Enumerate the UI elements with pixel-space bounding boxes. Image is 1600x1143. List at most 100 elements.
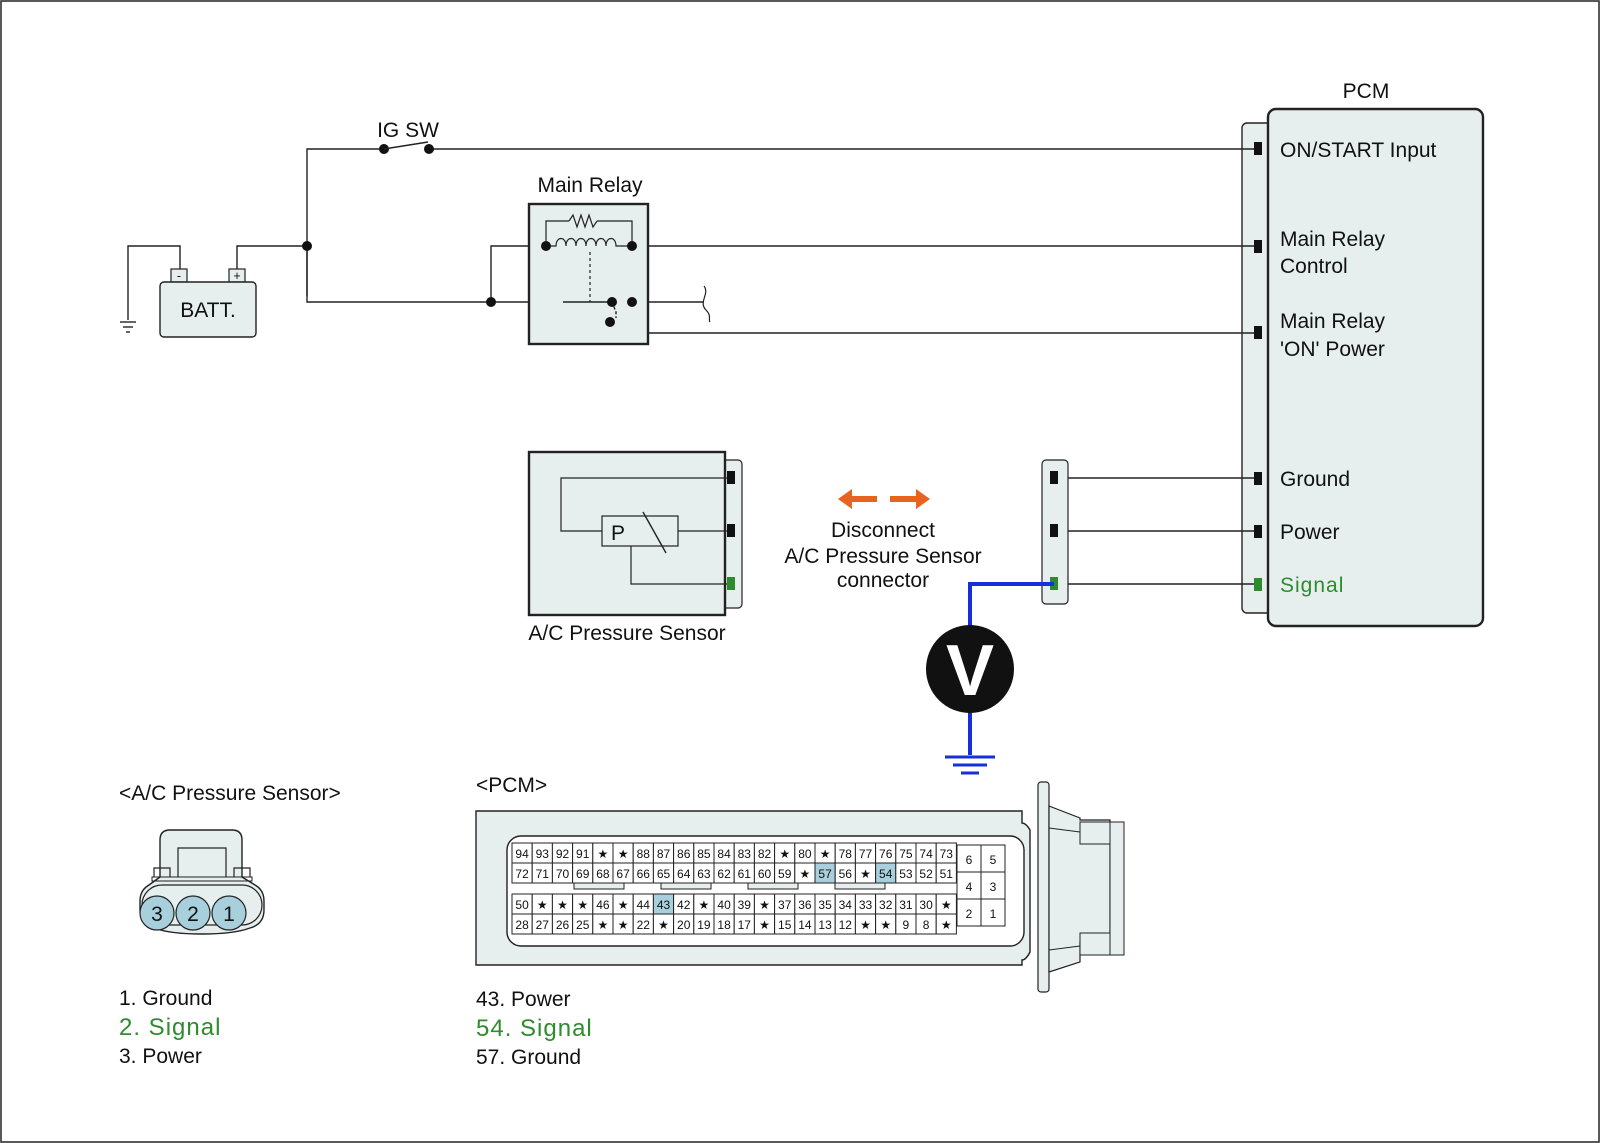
pcm-pin-label: 75 xyxy=(899,847,913,861)
sensor-legend-item: 3. Power xyxy=(119,1045,202,1068)
pcm-pin-label: 50 xyxy=(515,898,529,912)
pcm-pin-label: 8 xyxy=(923,918,930,932)
pcm-pin-label: 9 xyxy=(903,918,910,932)
pcm-pin-label: ★ xyxy=(618,847,629,861)
ig-switch-icon xyxy=(379,141,434,154)
pcm-pin-label: ★ xyxy=(598,918,609,932)
pcm-side-pin-cell xyxy=(980,898,1006,927)
main-relay-label: Main Relay xyxy=(537,174,643,197)
pcm-pin-label: 27 xyxy=(536,918,550,932)
pcm-pin-label: ★ xyxy=(537,898,548,912)
pcm-pin-label: 82 xyxy=(758,847,772,861)
sensor-connector-face xyxy=(139,829,265,935)
pcm-pin-cell xyxy=(935,913,957,935)
pcm-side-pin-label: 3 xyxy=(990,880,997,894)
pcm-pin-label: 25 xyxy=(576,918,590,932)
pcm-pin-label: 31 xyxy=(899,898,913,912)
pcm-pin-label: 14 xyxy=(798,918,812,932)
pcm-side-pin-label: 4 xyxy=(966,880,973,894)
pcm-pin-ground: Ground xyxy=(1280,468,1350,491)
pcm-side-pin-cell xyxy=(980,871,1006,900)
pcm-pin-label: ★ xyxy=(618,918,629,932)
pcm-pin-label: 65 xyxy=(657,867,671,881)
pcm-legend-item: 54. Signal xyxy=(476,1015,593,1042)
pcm-pin-relay-control-2: Control xyxy=(1280,255,1348,278)
battery-plus-label: + xyxy=(233,269,240,283)
pcm-pin-label: 57 xyxy=(818,867,832,881)
pcm-pin-label: 15 xyxy=(778,918,792,932)
pcm-legend-item: 43. Power xyxy=(476,988,571,1011)
pcm-pin-label: 93 xyxy=(536,847,550,861)
pcm-pin-cell xyxy=(935,862,957,884)
pcm-pin-label: 52 xyxy=(919,867,933,881)
pcm-connector-title: <PCM> xyxy=(476,774,547,797)
meter-ground-icon xyxy=(945,755,995,775)
pcm-pin-label: 84 xyxy=(717,847,731,861)
disconnect-label-1: Disconnect xyxy=(831,519,935,542)
battery xyxy=(159,268,257,338)
pcm-pin-label: 33 xyxy=(859,898,873,912)
pcm-pin-on-start: ON/START Input xyxy=(1280,139,1437,162)
pcm-pin-label: ★ xyxy=(800,867,811,881)
pcm-pin-label: 74 xyxy=(919,847,933,861)
pcm-pin-label: 66 xyxy=(637,867,651,881)
sensor-connector-pin-2: 2 xyxy=(187,903,199,926)
pcm-pin-label: 42 xyxy=(677,898,691,912)
pcm-pin-label: 67 xyxy=(616,867,630,881)
pcm-pin-power: Power xyxy=(1280,521,1340,544)
pcm-pin-label: 83 xyxy=(738,847,752,861)
pcm-pin-label: ★ xyxy=(779,847,790,861)
pcm-pin-label: 80 xyxy=(798,847,812,861)
pcm-pin-relay-on-power-1: Main Relay xyxy=(1280,310,1386,333)
pcm-pin-relay-control-1: Main Relay xyxy=(1280,228,1386,251)
disconnect-label-3: connector xyxy=(837,569,929,592)
pcm-pin-label: 12 xyxy=(839,918,853,932)
pcm-pin-terminals xyxy=(1254,142,1262,591)
pcm-pin-label: 92 xyxy=(556,847,570,861)
pcm-pin-label: 88 xyxy=(637,847,651,861)
pcm-pin-label: 56 xyxy=(839,867,853,881)
voltmeter-icon xyxy=(926,625,1014,713)
voltmeter-label: V xyxy=(946,631,994,711)
pcm-pin-label: 71 xyxy=(536,867,550,881)
sensor-connector-pin-1: 1 xyxy=(223,903,235,926)
pcm-pin-label: 35 xyxy=(818,898,832,912)
sensor-connector-title: <A/C Pressure Sensor> xyxy=(119,782,341,805)
ig-sw-label: IG SW xyxy=(377,119,439,142)
sensor-legend-item: 2. Signal xyxy=(119,1014,221,1041)
pcm-pin-label: 87 xyxy=(657,847,671,861)
pcm-pin-label: 28 xyxy=(515,918,529,932)
battery-ground-icon xyxy=(120,321,136,333)
pcm-pin-label: 72 xyxy=(515,867,529,881)
pcm-pin-label: 69 xyxy=(576,867,590,881)
pcm-pin-label: 17 xyxy=(738,918,752,932)
pcm-pin-label: 22 xyxy=(637,918,651,932)
ac-pressure-sensor xyxy=(527,450,743,617)
pcm-pin-label: 40 xyxy=(717,898,731,912)
pcm-pin-label: ★ xyxy=(860,918,871,932)
pcm-pin-label: ★ xyxy=(941,898,952,912)
pcm-pin-label: 78 xyxy=(839,847,853,861)
pcm-box xyxy=(1266,107,1485,628)
battery-minus-label: - xyxy=(177,269,181,283)
pcm-pin-label: 60 xyxy=(758,867,772,881)
pcm-pin-label: ★ xyxy=(557,898,568,912)
pcm-pin-relay-on-power-2: 'ON' Power xyxy=(1280,338,1385,361)
pcm-pin-label: ★ xyxy=(860,867,871,881)
pcm-pin-label: 44 xyxy=(637,898,651,912)
pcm-pin-label: 32 xyxy=(879,898,893,912)
pcm-pin-label: 64 xyxy=(677,867,691,881)
pcm-pin-label: 73 xyxy=(940,847,954,861)
pcm-side-pin-cell xyxy=(980,844,1006,873)
pcm-pin-label: 46 xyxy=(596,898,610,912)
pcm-pin-label: ★ xyxy=(658,918,669,932)
voltmeter-leads xyxy=(968,582,1054,755)
sensor-connector-pin-3: 3 xyxy=(151,903,163,926)
sensor-p-label: P xyxy=(611,522,625,545)
pcm-pin-label: 36 xyxy=(798,898,812,912)
pcm-pin-label: 13 xyxy=(818,918,832,932)
pcm-pin-label: 18 xyxy=(717,918,731,932)
pcm-pin-label: 39 xyxy=(738,898,752,912)
pcm-pin-label: ★ xyxy=(577,898,588,912)
